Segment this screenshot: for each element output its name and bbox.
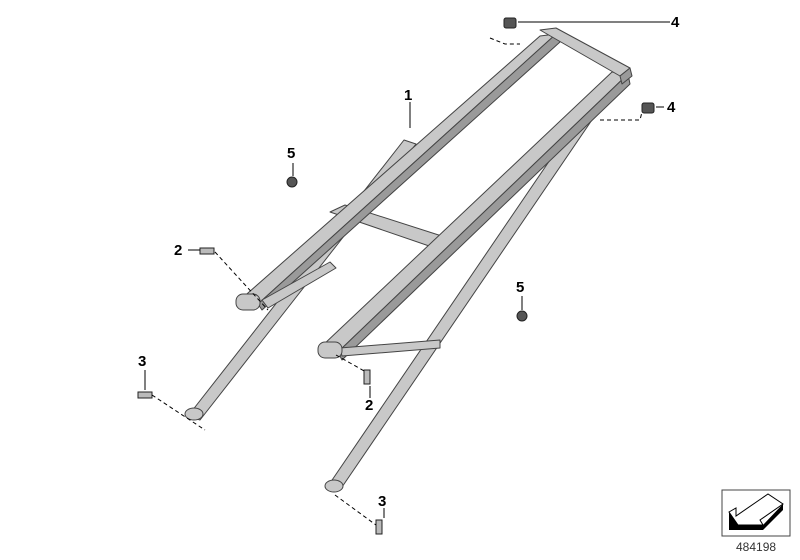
- bolt-2b: [363, 369, 371, 385]
- fasteners: [137, 17, 655, 535]
- nut-5b: [516, 310, 528, 322]
- callout-3: 3: [138, 353, 147, 370]
- callout-2: 2: [365, 397, 374, 414]
- nut-5a: [286, 176, 298, 188]
- left-bushing: [235, 293, 261, 311]
- callout-5: 5: [287, 145, 296, 162]
- right-lower-tube: [327, 109, 597, 491]
- leader-lines: [144, 21, 670, 526]
- clip-4b: [641, 102, 655, 114]
- bolt-3b: [375, 519, 383, 535]
- bolt-3a: [137, 391, 153, 399]
- callout-5: 5: [516, 279, 525, 296]
- callout-3: 3: [378, 493, 387, 510]
- bolt-2a: [199, 247, 215, 255]
- arrow-direction-icon: [721, 489, 791, 537]
- callout-1: 1: [404, 87, 413, 104]
- callout-4: 4: [671, 14, 680, 31]
- top-crossbar: [539, 27, 631, 77]
- rear-frame: [184, 27, 633, 493]
- left-upper-rail: [239, 33, 557, 305]
- reference-number: 484198: [736, 540, 777, 554]
- clip-4a: [503, 17, 517, 29]
- right-bushing: [317, 341, 343, 359]
- callout-2: 2: [174, 242, 183, 259]
- callout-4: 4: [667, 99, 676, 116]
